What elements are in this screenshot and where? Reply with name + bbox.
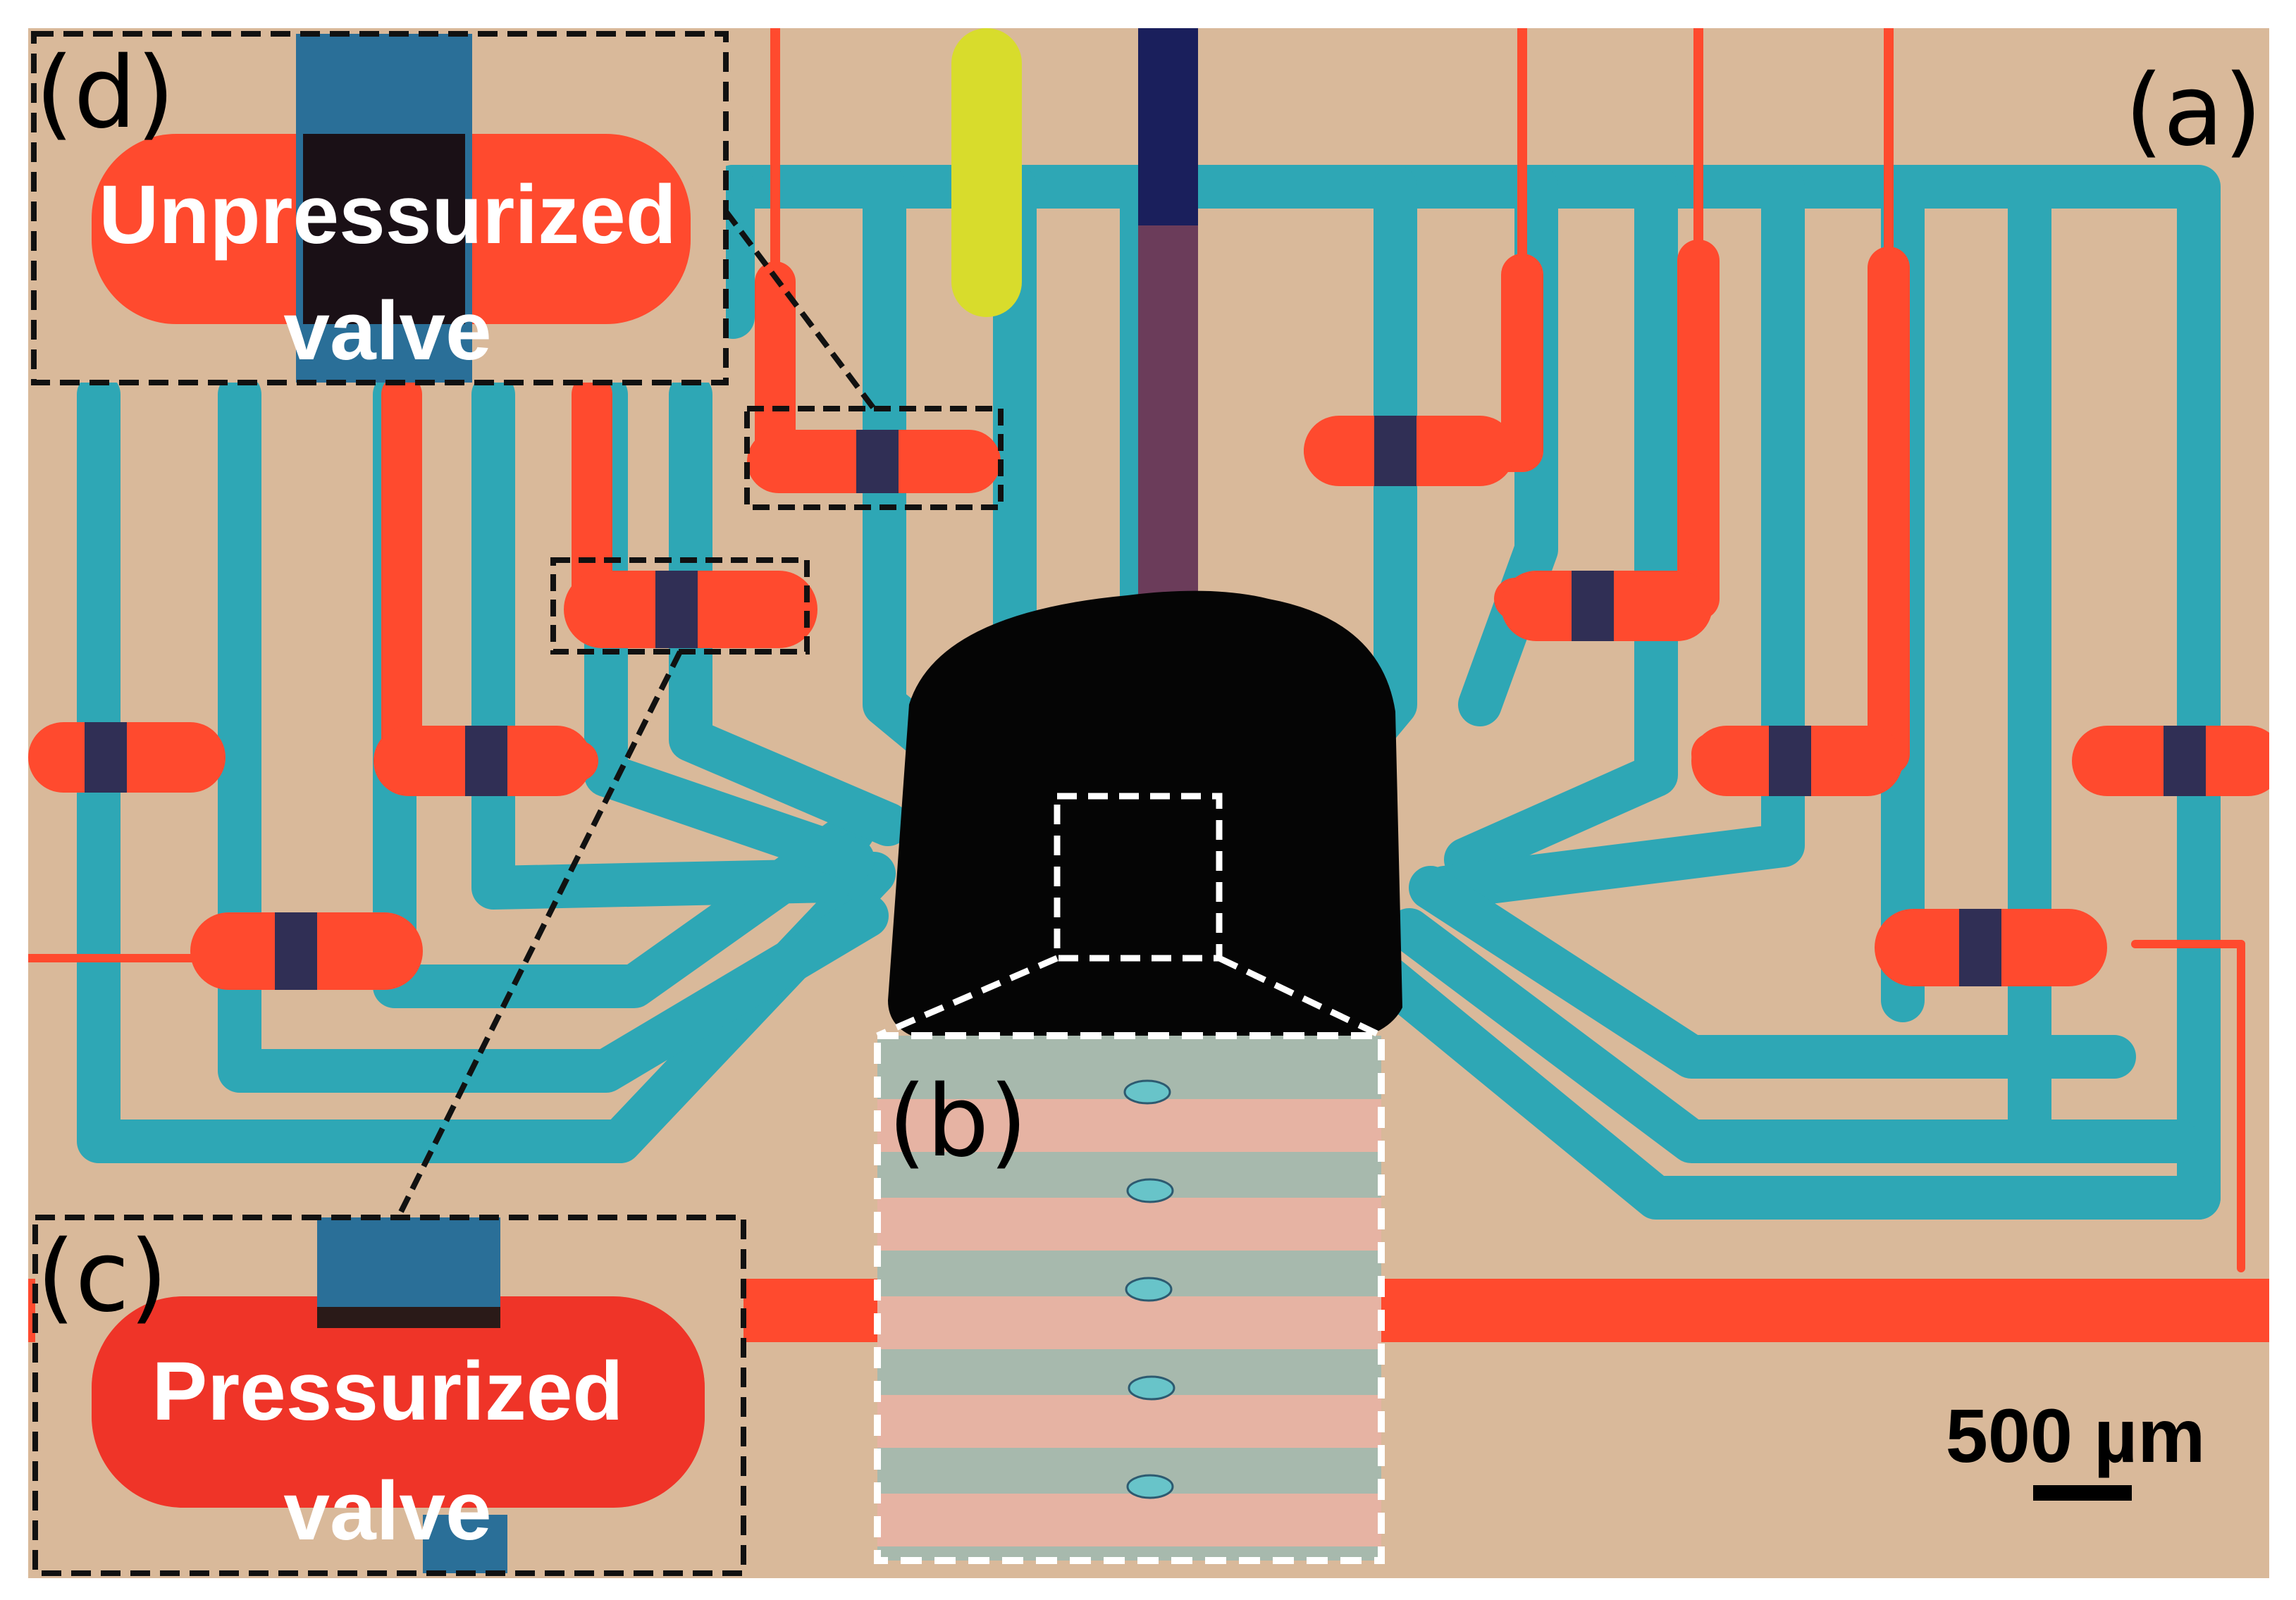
- panel-b-label: (b): [888, 1065, 1027, 1179]
- inset-b-source-box: [1054, 793, 1223, 962]
- inset-d-text-line2: valve: [283, 285, 491, 378]
- yellow-channel: [951, 28, 1022, 317]
- inset-d-frame: [31, 31, 729, 385]
- scale-bar: 500 µm: [1946, 1393, 2205, 1501]
- inset-b-droplets: [1123, 1079, 1175, 1499]
- inset-c-pressurized: (c) Pressurized valve: [32, 557, 810, 1576]
- inset-c-connector: [395, 650, 683, 1219]
- inset-b-frame: [874, 1032, 1385, 1564]
- inset-b-zoom: (b): [874, 793, 1385, 1564]
- purple-channel-top: [1138, 28, 1198, 225]
- inset-d-unpressurized: (d) Unpressurized valve: [31, 31, 1004, 510]
- inset-b-connector-left: [876, 955, 1058, 1039]
- scale-bar-line: [2033, 1485, 2132, 1501]
- inset-d-source-box: [744, 406, 1004, 510]
- inset-b-bands: [877, 1099, 1381, 1546]
- valve-overlaps: [85, 416, 2206, 990]
- reaction-chamber: [888, 590, 1402, 1043]
- inset-d-connector: [723, 209, 877, 411]
- panel-a-label: (a): [2125, 54, 2262, 168]
- inset-c-text-line1: Pressurized: [152, 1345, 624, 1438]
- inset-d-text-line1: Unpressurized: [99, 168, 677, 261]
- chip-photo: [28, 28, 2269, 1578]
- panel-c-label: (c): [37, 1220, 168, 1334]
- panel-d-label: (d): [35, 36, 175, 151]
- inset-c-text-line2: valve: [283, 1465, 491, 1558]
- scale-bar-label: 500 µm: [1946, 1393, 2205, 1478]
